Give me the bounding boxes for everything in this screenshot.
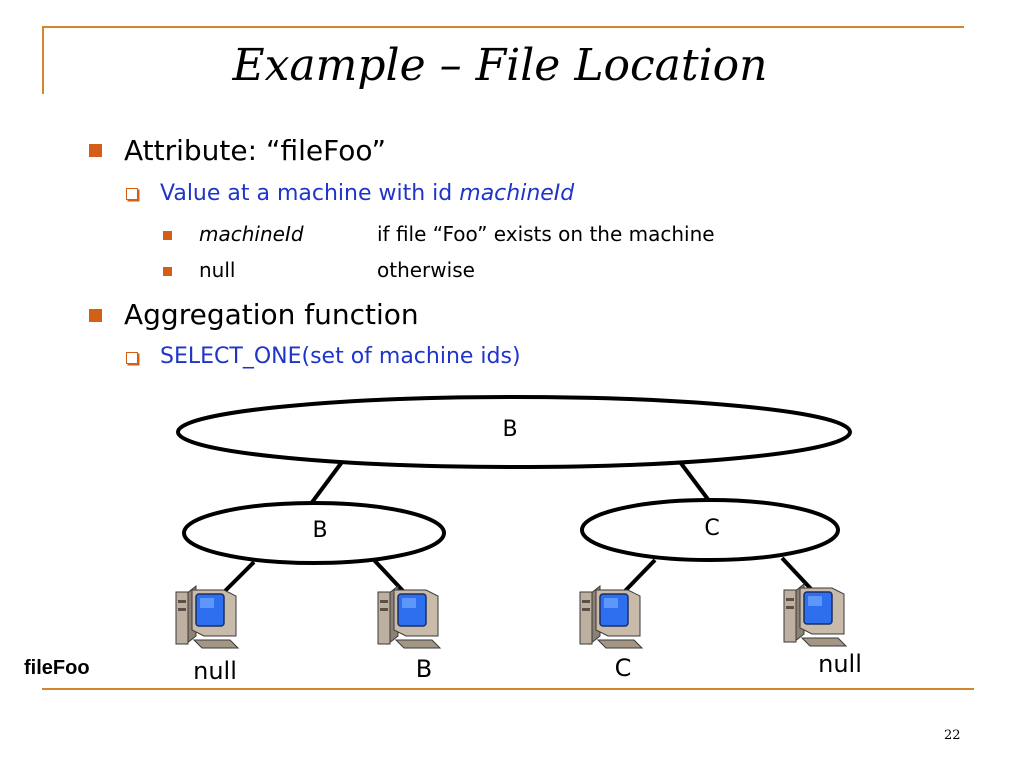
case1-condition: if file “Foo” exists on the machine: [377, 222, 715, 246]
page-number: 22: [944, 728, 961, 743]
left-border-line: [42, 26, 44, 94]
root-node: [176, 395, 852, 469]
bullet-square-icon: [89, 309, 102, 322]
leaf-label-1: null: [193, 657, 237, 685]
right-node-label: C: [704, 516, 719, 541]
case2-condition: otherwise: [377, 258, 475, 282]
value-variable: machineId: [459, 181, 575, 206]
computer-icon: [377, 585, 441, 649]
value-prefix: Value at a machine with id: [160, 181, 460, 206]
edge-root-right: [678, 460, 712, 504]
case2-value: null: [199, 258, 236, 282]
computer-icon: [579, 585, 643, 649]
computer-icon: [783, 583, 847, 647]
right-node: [580, 498, 840, 562]
bullet-small-square-icon: [163, 231, 172, 240]
left-node: [182, 501, 446, 565]
leaf-label-2: B: [416, 655, 432, 683]
case1-value: machineId: [199, 222, 304, 246]
root-node-label: B: [502, 417, 517, 442]
computer-icon: [175, 585, 239, 649]
bullet-value-description: Value at a machine with id machineId: [160, 181, 574, 206]
row-label: fileFoo: [24, 657, 90, 679]
bullet-attribute: Attribute: “fileFoo”: [124, 134, 386, 167]
slide-title: Example – File Location: [232, 40, 768, 91]
bullet-square-icon: [89, 144, 102, 157]
edge-left-leaf2: [372, 558, 406, 594]
edge-root-left: [308, 460, 344, 507]
left-node-label: B: [312, 518, 327, 543]
bullet-select-one: SELECT_ONE(set of machine ids): [160, 344, 521, 369]
bullet-box-icon: [126, 352, 138, 364]
bottom-border-line: [42, 688, 974, 690]
edge-right-leaf3: [622, 558, 657, 594]
leaf-label-3: C: [615, 654, 632, 682]
top-border-line: [42, 26, 964, 28]
leaf-label-4: null: [818, 650, 862, 678]
edge-left-leaf1: [220, 560, 256, 596]
bullet-small-square-icon: [163, 267, 172, 276]
bullet-aggregation: Aggregation function: [124, 298, 419, 331]
edge-right-leaf4: [780, 556, 814, 592]
bullet-box-icon: [126, 188, 138, 200]
